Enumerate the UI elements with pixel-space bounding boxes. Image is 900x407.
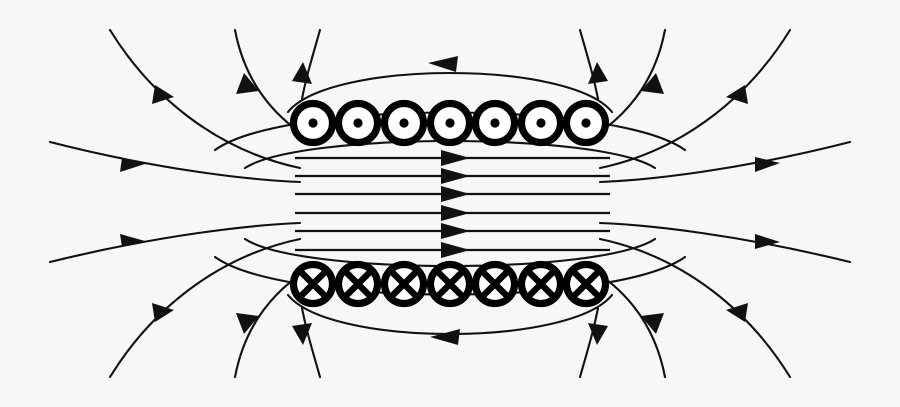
arrowhead-left-flat-1: [120, 158, 145, 172]
coil-row-top: [289, 99, 610, 147]
field-line-right-flat-2: [598, 221, 852, 264]
arrowhead-return-arc-top: [428, 56, 458, 72]
coil-dot-5: [471, 99, 519, 147]
current-in-cross-icon: [479, 268, 511, 300]
field-line-top-left-3: [300, 28, 322, 101]
coil-dot-7: [562, 99, 610, 147]
current-in-cross-icon: [388, 268, 420, 300]
current-out-dot-icon: [445, 118, 455, 128]
current-out-dot-icon: [399, 118, 409, 128]
field-line-top-left-1: [108, 28, 302, 170]
current-out-dot-icon: [536, 118, 546, 128]
uniform-arrowhead-1: [441, 150, 470, 166]
arrowhead-bottom-left-3: [292, 323, 312, 345]
coil-cross-3: [380, 260, 428, 308]
field-line-left-flat-2: [48, 221, 302, 264]
field-lines-right-flat: [598, 140, 852, 264]
coil-cross-1: [289, 260, 337, 308]
arrowhead-top-right-2: [641, 73, 664, 94]
return-arc-top-path: [286, 71, 614, 114]
current-in-cross-icon: [525, 268, 557, 300]
current-out-dot-icon: [490, 118, 500, 128]
uniform-arrowhead-5: [441, 223, 470, 239]
field-line-bottom-right-1: [598, 237, 792, 379]
current-out-dot-icon: [308, 118, 318, 128]
coil-cross-2: [334, 260, 382, 308]
coil-cross-5: [471, 260, 519, 308]
field-line-top-right-3: [578, 28, 600, 101]
field-line-bottom-right-3: [578, 306, 600, 379]
arrowhead-right-flat-2: [755, 234, 780, 249]
current-in-cross-icon: [570, 268, 602, 300]
uniform-arrowhead-4: [441, 205, 470, 221]
current-out-dot-icon: [581, 118, 591, 128]
field-lines-lower-left: [108, 237, 322, 379]
return-arc-top: [286, 56, 614, 114]
field-line-bottom-left-3: [300, 306, 322, 379]
arrowhead-top-right-1: [726, 85, 748, 104]
coil-dot-6: [517, 99, 565, 147]
field-lines-upper-left: [108, 28, 322, 170]
return-arc-bottom: [286, 293, 614, 345]
coil-dot-4: [426, 99, 474, 147]
coil-cross-6: [517, 260, 565, 308]
arrowhead-bottom-right-1: [726, 303, 748, 322]
current-out-dot-icon: [353, 118, 363, 128]
field-lines-left-flat: [48, 140, 302, 264]
current-in-cross-icon: [434, 268, 466, 300]
uniform-field-lines: [295, 150, 610, 258]
arrowhead-bottom-right-2: [641, 313, 664, 334]
field-line-bottom-left-1: [108, 237, 302, 379]
field-lines-upper-right: [578, 28, 792, 170]
uniform-arrowhead-6: [441, 242, 470, 258]
uniform-arrowhead-2: [441, 168, 470, 184]
arrowhead-bottom-left-1: [152, 303, 174, 322]
field-line-top-right-1: [598, 28, 792, 170]
arrowhead-top-left-2: [236, 73, 259, 94]
arrowhead-top-left-3: [292, 62, 312, 84]
coil-cross-4: [426, 260, 474, 308]
arrowhead-return-arc-bottom: [430, 329, 460, 345]
field-line-left-flat-1: [48, 140, 302, 184]
coil-dot-3: [380, 99, 428, 147]
coil-dot-2: [334, 99, 382, 147]
coil-dot-1: [289, 99, 337, 147]
arrowhead-bottom-right-3: [588, 323, 608, 345]
arrowhead-right-flat-1: [755, 157, 780, 172]
arrowhead-top-left-1: [152, 85, 174, 104]
current-in-cross-icon: [342, 268, 374, 300]
uniform-arrowhead-3: [441, 186, 470, 202]
field-lines-lower-right: [578, 237, 792, 379]
coil-row-bottom: [289, 260, 610, 308]
coil-cross-7: [562, 260, 610, 308]
arrowhead-left-flat-2: [120, 234, 145, 247]
arrowhead-top-right-3: [588, 62, 608, 84]
field-line-right-flat-1: [598, 140, 852, 184]
current-in-cross-icon: [297, 268, 329, 300]
arrowhead-bottom-left-2: [236, 313, 259, 334]
